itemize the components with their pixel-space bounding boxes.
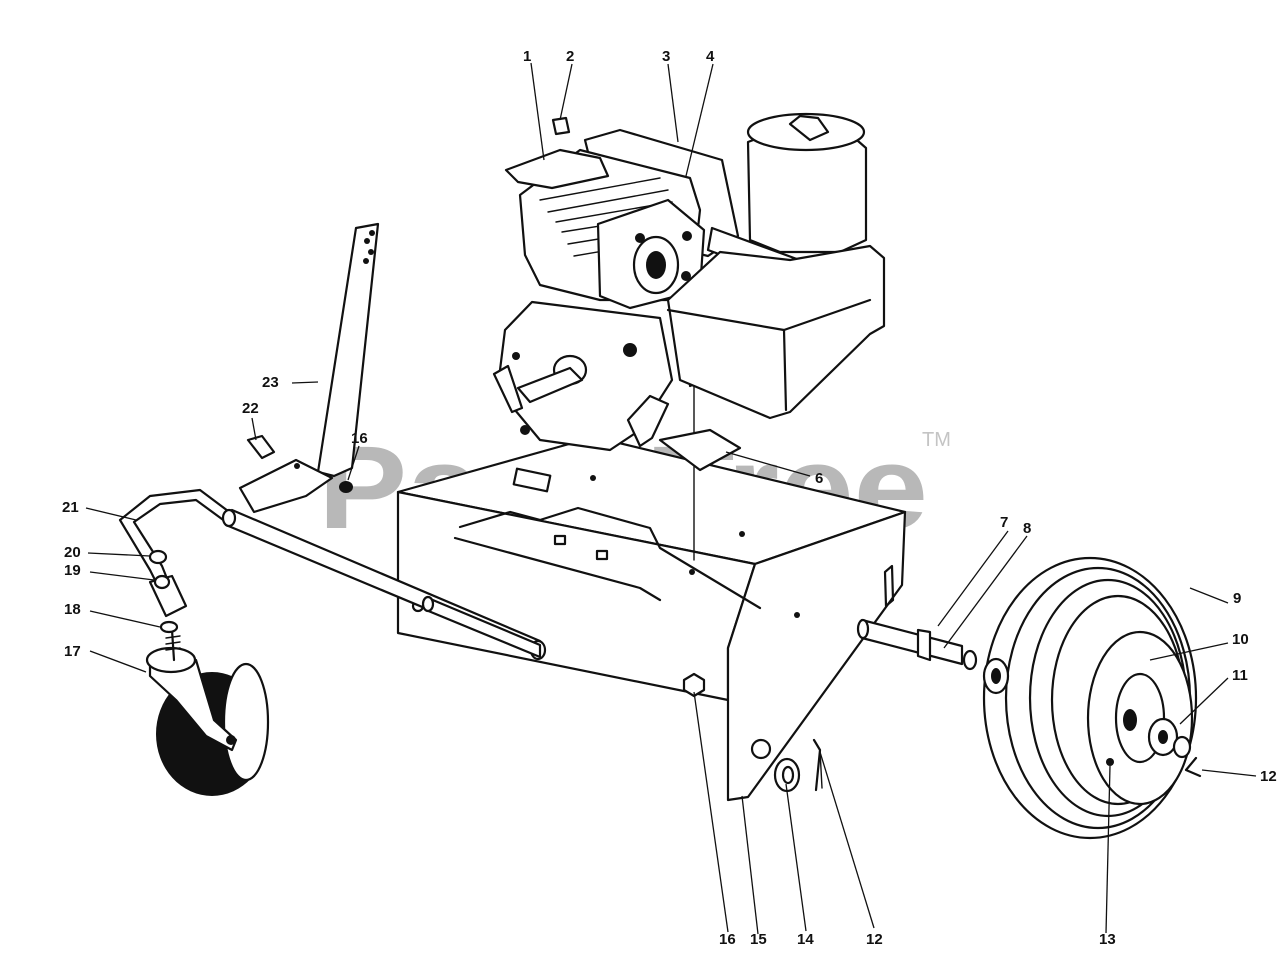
lockwasher-18[interactable] xyxy=(159,620,179,634)
callout-20: 20 xyxy=(64,544,81,561)
callout-7: 7 xyxy=(1000,514,1008,531)
watermark-trademark: TM xyxy=(922,429,951,451)
callout-15: 15 xyxy=(750,931,767,948)
cotter-pin-12-right[interactable] xyxy=(1184,756,1202,778)
callout-9: 9 xyxy=(1233,590,1241,607)
callout-16-bottom: 16 xyxy=(719,931,736,948)
nut-16-top[interactable] xyxy=(339,481,353,493)
callout-13: 13 xyxy=(1099,931,1116,948)
callout-11: 11 xyxy=(1232,667,1248,684)
washer-14[interactable] xyxy=(773,757,801,793)
engine[interactable] xyxy=(492,128,740,452)
cotter-pin-12-left[interactable] xyxy=(812,738,823,792)
wheel-axle-shaft[interactable] xyxy=(856,618,978,671)
callout-14: 14 xyxy=(797,931,814,948)
height-adjust-bar[interactable] xyxy=(238,222,380,514)
front-axle-tube[interactable] xyxy=(118,488,547,661)
callout-4: 4 xyxy=(706,48,715,65)
callout-2: 2 xyxy=(566,48,574,65)
fuel-tank[interactable] xyxy=(666,244,886,420)
callout-19: 19 xyxy=(64,562,81,579)
nut-2[interactable] xyxy=(551,116,571,136)
callout-10: 10 xyxy=(1232,631,1249,648)
callout-18: 18 xyxy=(64,601,81,618)
nut-20[interactable] xyxy=(148,549,168,565)
frame-base-plate[interactable] xyxy=(396,435,907,802)
callout-17: 17 xyxy=(64,643,81,660)
callout-6: 6 xyxy=(815,470,823,487)
callout-21: 21 xyxy=(62,499,79,516)
callout-23: 23 xyxy=(262,374,279,391)
caster-spindle-bolt[interactable] xyxy=(165,628,181,662)
rear-wheel[interactable] xyxy=(982,556,1198,840)
nut-16-bottom[interactable] xyxy=(682,672,706,698)
leader-lines xyxy=(85,62,1257,935)
caster-bracket-19[interactable] xyxy=(148,574,188,618)
callout-1: 1 xyxy=(523,48,531,65)
bolt-22[interactable] xyxy=(246,434,276,460)
callout-22: 22 xyxy=(242,400,259,417)
callout-3: 3 xyxy=(662,48,670,65)
callout-labels: 1 2 3 4 6 7 8 9 10 11 12 12 13 14 15 16 … xyxy=(62,48,1277,948)
callout-12-bottom: 12 xyxy=(866,931,883,948)
callout-8: 8 xyxy=(1023,520,1031,537)
spacer-bushing[interactable] xyxy=(982,657,1010,695)
throttle-bracket[interactable] xyxy=(504,148,610,190)
caster-wheel[interactable] xyxy=(145,646,270,796)
wheel-washer[interactable] xyxy=(1172,735,1192,759)
callout-16-top: 16 xyxy=(351,430,368,447)
callout-12-right: 12 xyxy=(1260,768,1277,785)
wheel-bearing[interactable] xyxy=(1147,717,1179,757)
